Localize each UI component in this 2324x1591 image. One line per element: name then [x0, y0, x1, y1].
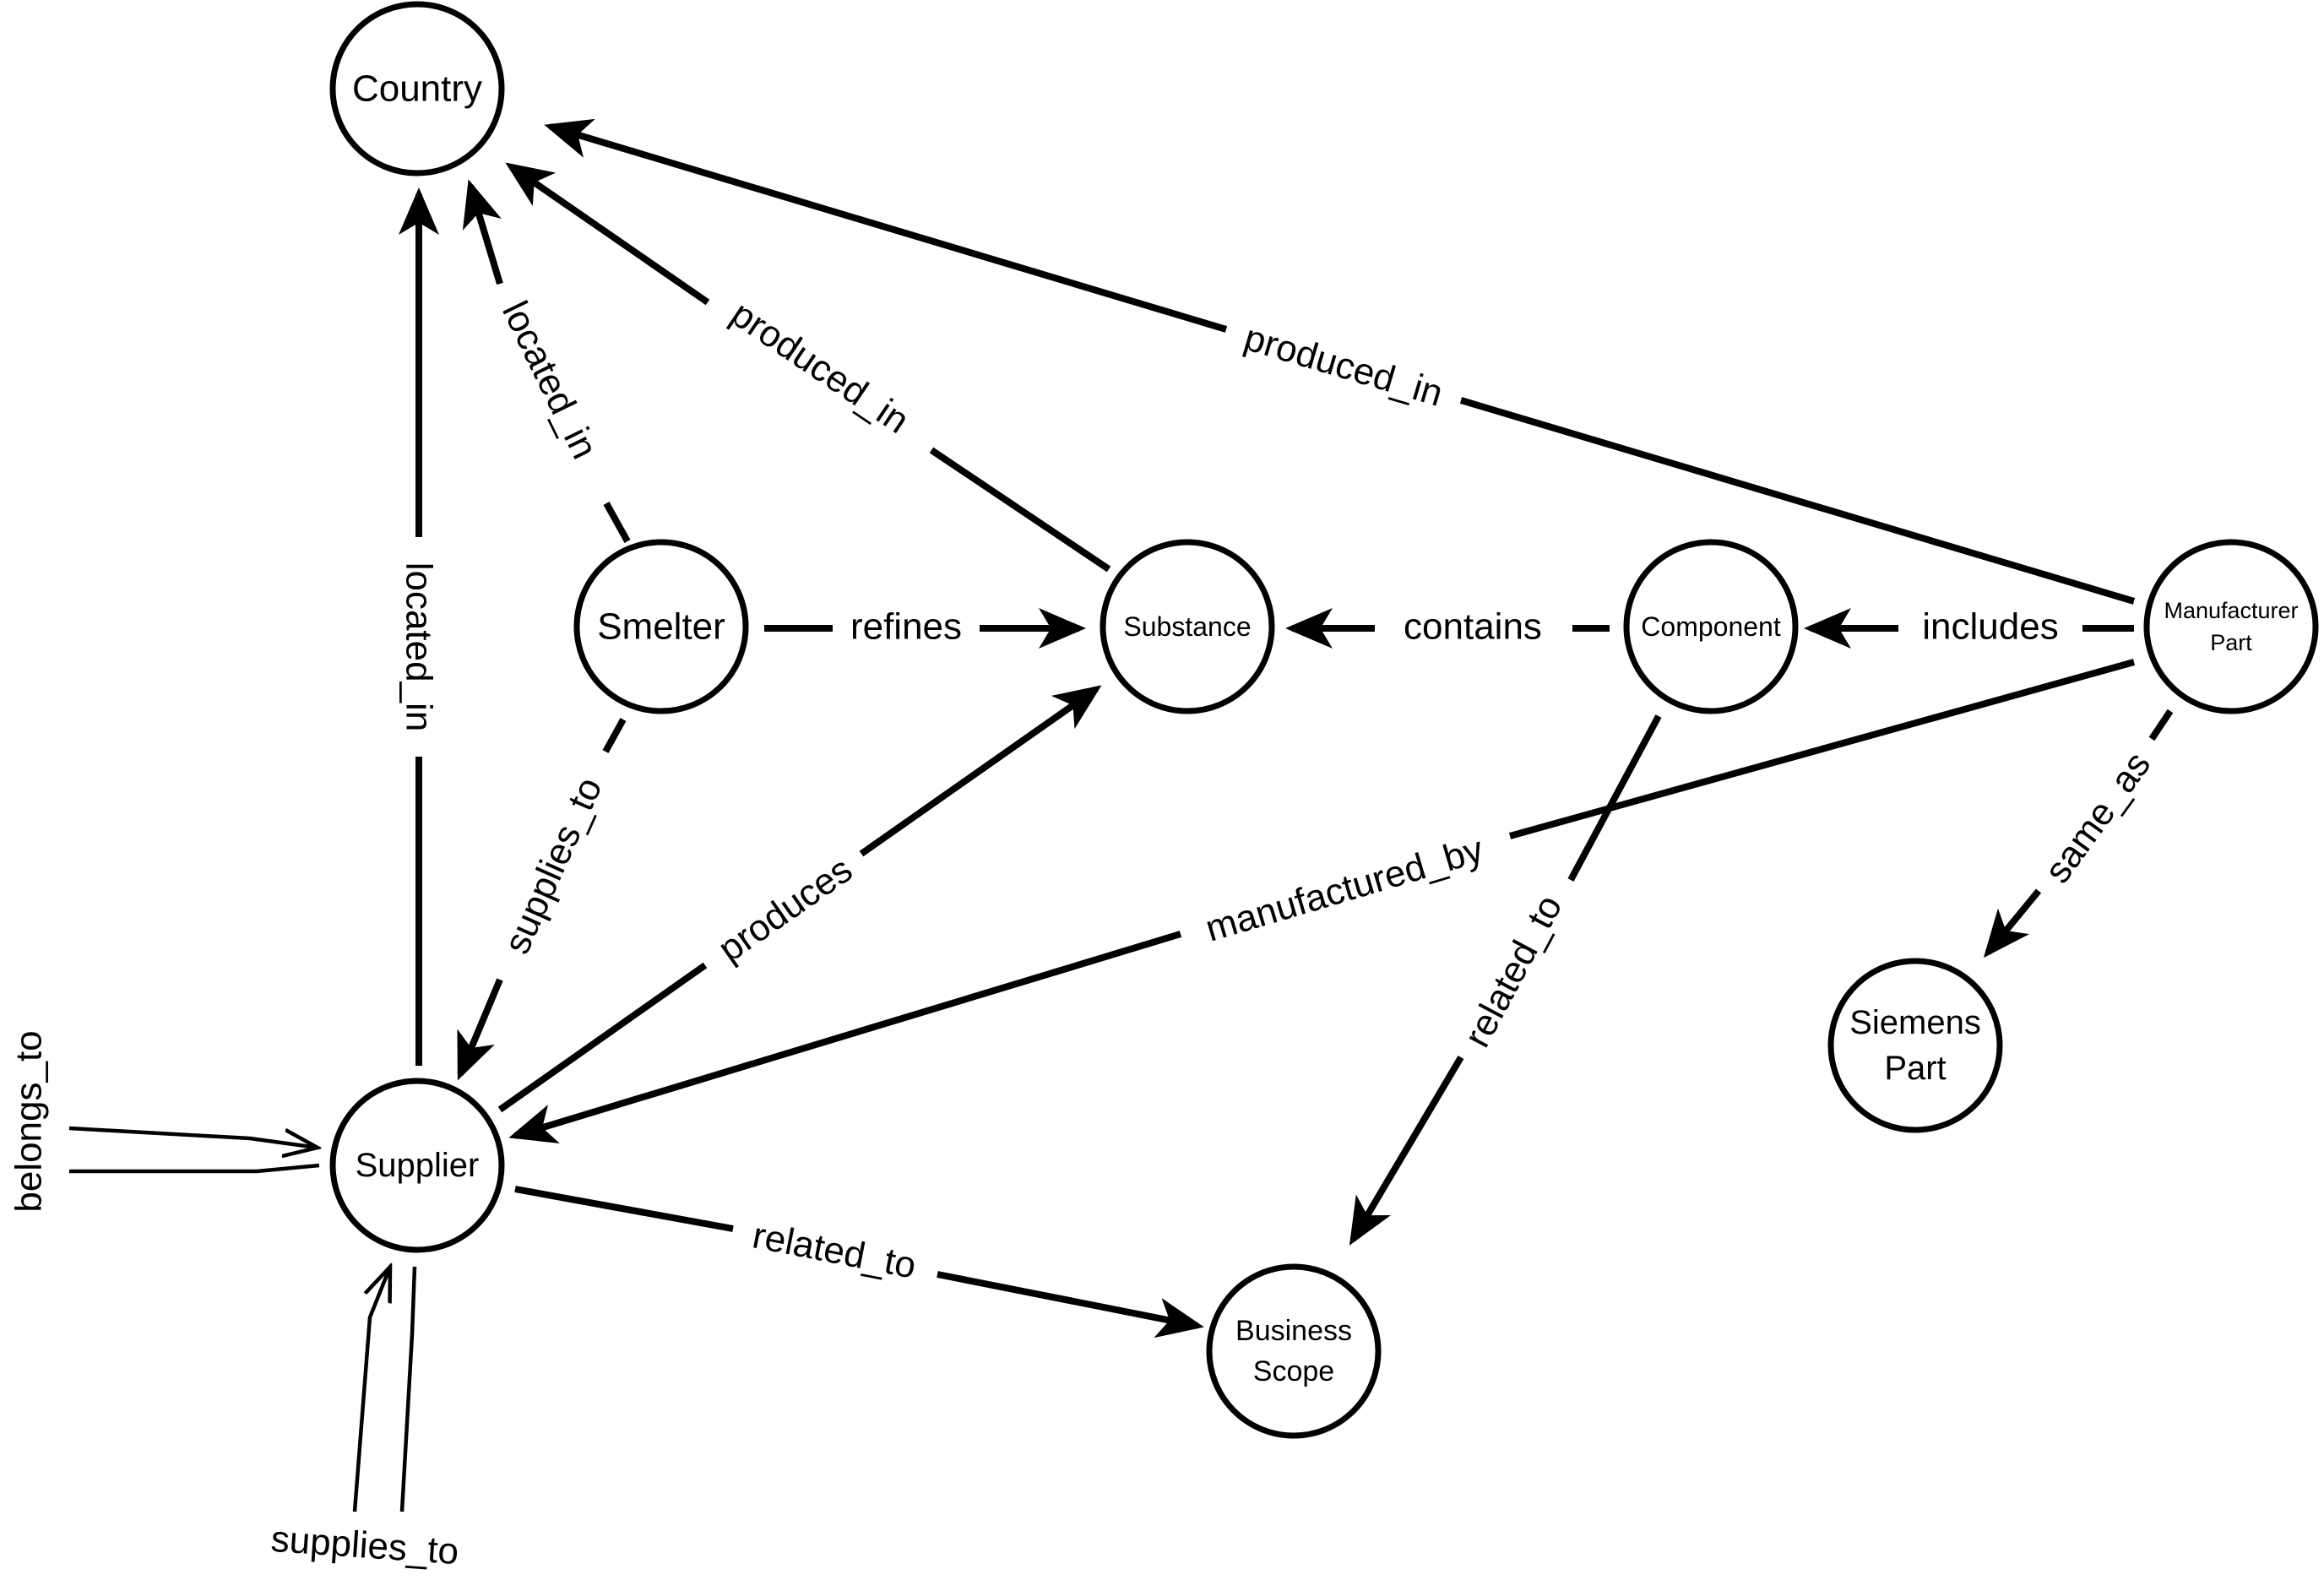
edge-line: [457, 978, 503, 1081]
node-label: Siemens: [1849, 1004, 1981, 1041]
edge-label: produced_in: [1240, 317, 1447, 415]
edge-label: related_to: [1456, 888, 1570, 1054]
edge-line: [399, 1266, 417, 1512]
edge-line: [508, 931, 1182, 1144]
edge-line: [1508, 659, 2136, 839]
edge-component-contains: contains: [1285, 606, 1610, 649]
edge-label: includes: [1922, 606, 2058, 648]
node-label: Substance: [1123, 611, 1251, 642]
edge-label: manufactured_by: [1201, 828, 1488, 950]
node-label: Business: [1235, 1315, 1352, 1347]
node-label: Scope: [1253, 1355, 1334, 1387]
edge-line: [497, 962, 708, 1113]
node-label: Supplier: [356, 1147, 480, 1184]
edge-line: [544, 118, 1228, 333]
node-substance[interactable]: Substance: [1100, 539, 1275, 714]
edge-line: [1983, 888, 2042, 958]
edge-label: contains: [1404, 606, 1542, 648]
edge-label: belongs_to: [8, 1030, 50, 1212]
edge-line: [603, 502, 631, 543]
edge-line: [929, 447, 1111, 573]
node-business-scope[interactable]: Business Scope: [1206, 1263, 1382, 1439]
edge-component-related-to: related_to: [1349, 714, 1662, 1246]
node-component[interactable]: Component: [1623, 539, 1799, 714]
edge-smelter-supplies-to: supplies_to: [457, 718, 627, 1081]
node-label: Country: [352, 68, 482, 110]
edge-line: [514, 1186, 734, 1232]
edge-label: supplies_to: [496, 771, 610, 959]
edge-supplier-related-to: related_to: [514, 1186, 1204, 1339]
node-label: Smelter: [597, 606, 725, 648]
edge-label: located_in: [399, 562, 440, 732]
edge-supplier-located-in: located_in: [399, 187, 440, 1066]
edge-label: located_in: [494, 295, 605, 465]
edge-line: [2148, 709, 2174, 741]
edge-label: supplies_to: [269, 1518, 459, 1572]
edge-line: [1459, 397, 2136, 605]
edge-manufacturer-part-includes: includes: [1804, 606, 2134, 649]
edge-manufacturer-part-same-as: same_as: [1983, 709, 2174, 958]
edge-supplier-belongs-to: belongs_to: [8, 1030, 320, 1213]
edge-label: related_to: [749, 1214, 919, 1286]
edge-line: [462, 179, 503, 285]
edge-line: [69, 1163, 320, 1174]
edge-line: [1349, 1055, 1464, 1246]
edge-line: [859, 685, 1102, 857]
edge-label: produces: [711, 849, 860, 970]
edge-substance-produced-in: produced_in: [505, 162, 1111, 573]
edge-line: [602, 718, 627, 753]
node-label: Part: [2210, 630, 2252, 655]
edge-line: [1567, 714, 1662, 882]
edge-label: refines: [850, 606, 962, 648]
node-label: Manufacturer: [2164, 598, 2298, 623]
edge-line: [937, 1271, 1204, 1339]
node-manufacturer-part[interactable]: Manufacturer Part: [2143, 539, 2319, 714]
node-supplier[interactable]: Supplier: [329, 1078, 505, 1253]
edge-supplier-supplies-to-loop: supplies_to: [269, 1266, 460, 1572]
edge-line: [68, 1126, 318, 1148]
edge-smelter-refines: refines: [764, 606, 1086, 649]
edge-line: [352, 1267, 390, 1512]
node-country[interactable]: Country: [329, 1, 505, 176]
edge-label: same_as: [2037, 744, 2159, 890]
node-label: Part: [1884, 1050, 1946, 1087]
node-smelter[interactable]: Smelter: [573, 539, 749, 714]
edge-line: [505, 162, 710, 306]
edge-label: produced_in: [724, 293, 916, 442]
node-siemens-part[interactable]: Siemens Part: [1827, 958, 2003, 1133]
node-label: Component: [1641, 611, 1781, 642]
edge-smelter-located-in: located_in: [462, 179, 631, 543]
